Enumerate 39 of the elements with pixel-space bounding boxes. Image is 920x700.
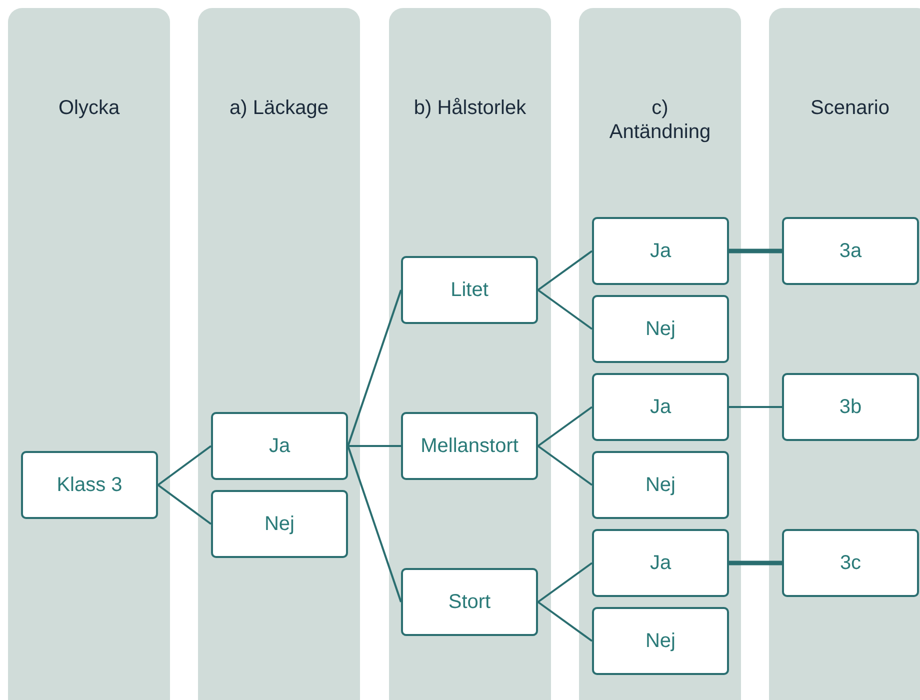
connector-line [729, 406, 782, 408]
option-box: Litet [401, 256, 538, 324]
option-box: Nej [211, 490, 348, 558]
column-band [198, 8, 360, 700]
connector-line [729, 560, 782, 566]
option-box: Nej [592, 451, 729, 519]
column-band [769, 8, 920, 700]
option-box: Ja [592, 529, 729, 597]
column-band [8, 8, 170, 700]
column-band [579, 8, 741, 700]
option-box: 3b [782, 373, 919, 441]
column-heading: Scenario [810, 96, 890, 120]
connector-line [537, 445, 593, 486]
connector-line [537, 250, 593, 291]
column-heading: a) Läckage [228, 96, 330, 120]
option-box: 3c [782, 529, 919, 597]
option-box: Stort [401, 568, 538, 636]
column-heading: Olycka [57, 96, 121, 120]
connector-line [348, 445, 401, 447]
column-heading: b) Hålstorlek [412, 96, 528, 120]
connector-line [537, 562, 593, 603]
option-box: Ja [592, 217, 729, 285]
option-box: Mellanstort [401, 412, 538, 480]
option-box: Ja [592, 373, 729, 441]
connector-line [537, 601, 593, 642]
column-heading: c) Antändning [608, 96, 712, 144]
option-box: Nej [592, 295, 729, 363]
connector-line [729, 248, 782, 254]
connector-line [347, 446, 402, 602]
connector-line [537, 406, 593, 447]
column-band [389, 8, 551, 700]
connector-line [157, 445, 212, 486]
connector-line [537, 289, 593, 330]
option-box: Ja [211, 412, 348, 480]
option-box: Nej [592, 607, 729, 675]
connector-line [157, 484, 212, 525]
option-box: Klass 3 [21, 451, 158, 519]
connector-line [347, 290, 402, 446]
option-box: 3a [782, 217, 919, 285]
